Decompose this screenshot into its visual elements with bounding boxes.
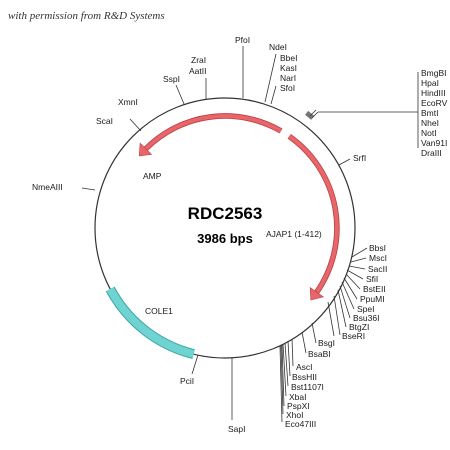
mcs-marker [305, 110, 315, 120]
site-label-nmeaiii: NmeAIII [32, 182, 63, 192]
site-label-xhoi: XhoI [286, 410, 304, 420]
site-label-bsteii: BstEII [363, 284, 386, 294]
credit-text: with permission from R&D Systems [8, 10, 165, 22]
site-label-spei: SpeI [357, 304, 375, 314]
site-label-ecorv: EcoRV [421, 98, 448, 108]
site-label-bst1107i: Bst1107I [291, 382, 324, 392]
site-label-pcii: PciI [180, 376, 194, 386]
ajap1-arrow-body [288, 134, 339, 294]
site-label-sapi: SapI [228, 424, 246, 434]
site-label-hpai: HpaI [421, 78, 439, 88]
site-ticks [81, 46, 419, 423]
feature-layer [105, 110, 340, 359]
site-label-bsgi: BsgI [318, 338, 335, 348]
site-label-sacii: SacII [368, 264, 387, 274]
site-label-ndei: NdeI [269, 42, 287, 52]
site-label-nhei: NheI [421, 118, 439, 128]
site-label-bsshii: BssHII [292, 372, 317, 382]
site-label-pspxi: PspXI [287, 401, 310, 411]
site-label-bsabi: BsaBI [308, 349, 331, 359]
site-label-xmni: XmnI [118, 97, 138, 107]
amp-arrow-body [144, 114, 282, 151]
site-label-hindiii: HindIII [421, 88, 446, 98]
site-label-van91i: Van91I [421, 138, 447, 148]
cole1-band [106, 287, 195, 358]
site-label-bbsi: BbsI [369, 243, 386, 253]
feature-label-ajap1: AJAP1 (1-412) [266, 229, 322, 239]
ajap1-arrow-head [309, 287, 325, 301]
site-label-sspi: SspI [163, 74, 180, 84]
site-label-scai: ScaI [96, 116, 113, 126]
site-label-ppumi: PpuMI [360, 294, 385, 304]
site-label-xbai: XbaI [289, 392, 307, 402]
site-label-msci: MscI [369, 253, 387, 263]
site-label-eco47iii: Eco47III [285, 419, 316, 429]
site-label-bbei: BbeI [280, 53, 298, 63]
site-label-bsu36i: Bsu36I [353, 313, 379, 323]
site-label-draiii: DraIII [421, 148, 442, 158]
site-label-noti: NotI [421, 128, 437, 138]
cole1-band-outline [105, 286, 195, 359]
site-label-aatii: AatII [189, 66, 206, 76]
feature-label-cole1: COLE1 [145, 306, 173, 316]
site-label-bmti: BmtI [421, 108, 438, 118]
site-label-srfi: SrfI [353, 153, 366, 163]
site-label-zrai: ZraI [191, 55, 206, 65]
site-label-sfii: SfiI [366, 274, 378, 284]
site-label-kasi: KasI [280, 63, 297, 73]
site-label-btgzi: BtgZI [349, 322, 369, 332]
site-label-bmgbi: BmgBI [421, 68, 447, 78]
site-label-bseri: BseRI [342, 331, 365, 341]
plasmid-size: 3986 bps [197, 231, 253, 246]
site-label-sfoi: SfoI [280, 83, 295, 93]
site-label-asci: AscI [296, 362, 313, 372]
plasmid-name: RDC2563 [188, 204, 263, 223]
amp-arrow-head [138, 142, 153, 157]
site-label-nari: NarI [280, 73, 296, 83]
feature-label-amp: AMP [143, 171, 162, 181]
plasmid-backbone [94, 97, 356, 359]
site-label-pfoi: PfoI [235, 35, 250, 45]
